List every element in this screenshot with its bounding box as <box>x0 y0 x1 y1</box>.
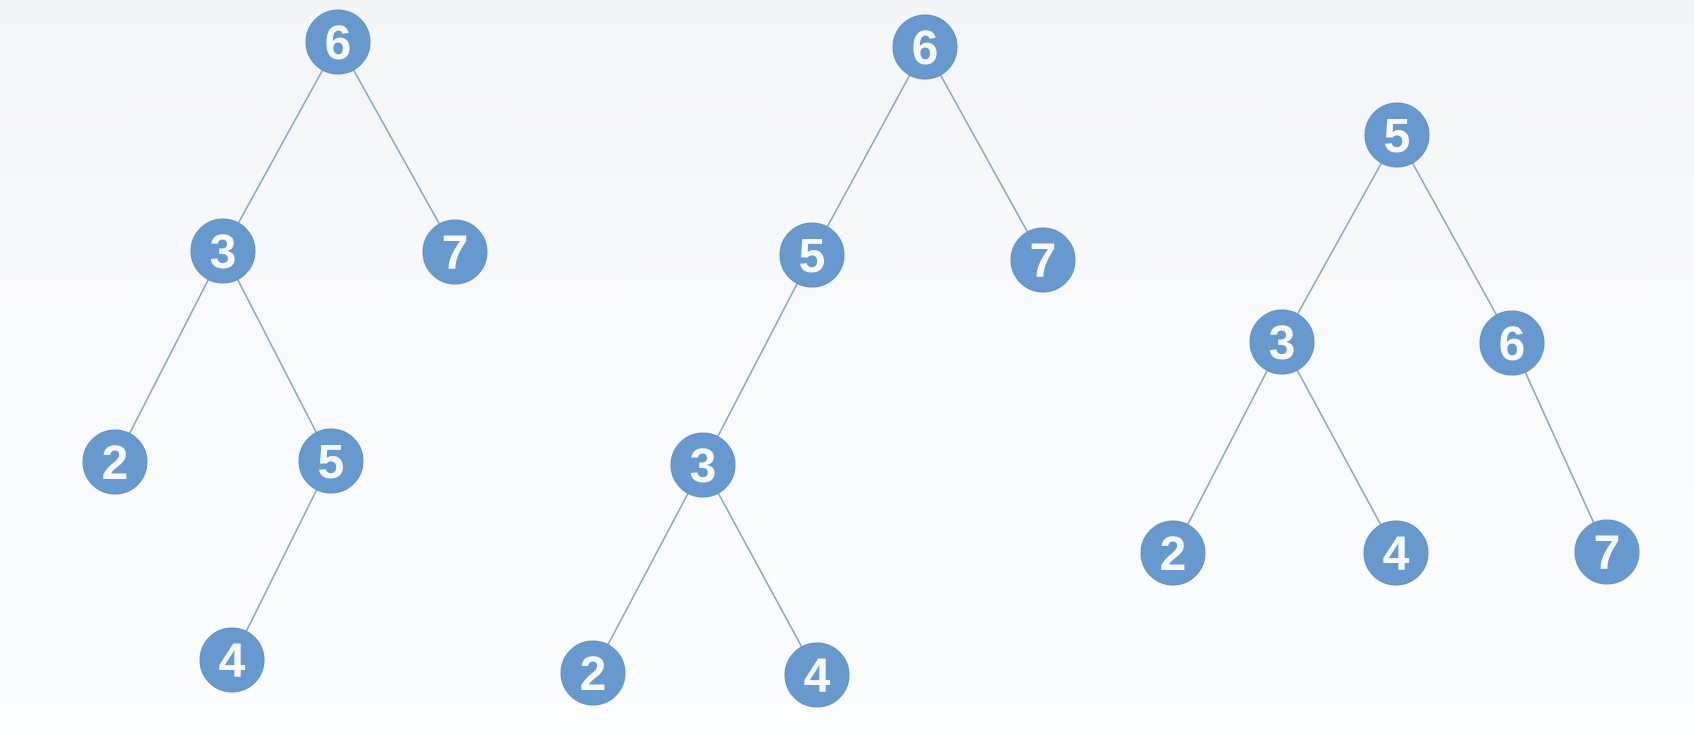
node-label: 3 <box>690 440 717 493</box>
tree-3: 5 3 6 2 4 7 <box>1140 102 1640 586</box>
tree-2: 6 5 7 3 2 4 <box>560 14 1076 708</box>
tree-3-edge-3-4 <box>1281 341 1397 554</box>
node-circle <box>1140 520 1206 586</box>
tree-2-node-4: 4 <box>784 642 850 708</box>
node-label: 2 <box>1160 528 1187 581</box>
node-circle <box>1574 519 1640 585</box>
tree-1-edge-5-4 <box>231 460 332 661</box>
node-circle <box>305 9 371 75</box>
tree-2-node-3: 3 <box>670 432 736 498</box>
tree-3-edge-5-3 <box>1281 134 1398 343</box>
tree-3-node-4: 4 <box>1363 520 1429 586</box>
tree-2-edge-3-4 <box>702 464 818 676</box>
node-label: 3 <box>210 226 237 279</box>
tree-1-node-5: 5 <box>298 428 364 494</box>
tree-1-edge-3-5 <box>222 250 332 462</box>
tree-3-edge-3-2 <box>1172 341 1283 554</box>
node-circle <box>422 219 488 285</box>
node-circle <box>199 627 265 693</box>
node-label: 6 <box>325 17 352 70</box>
node-label: 7 <box>1030 235 1057 288</box>
node-circle <box>779 222 845 288</box>
tree-2-edge-3-2 <box>592 464 704 674</box>
node-circle <box>560 640 626 706</box>
node-circle <box>82 429 148 495</box>
node-label: 3 <box>1269 317 1296 370</box>
tree-1: 6 3 7 2 5 4 <box>82 9 488 693</box>
tree-2-edge-5-3 <box>702 254 813 466</box>
node-circle <box>1479 310 1545 376</box>
node-label: 4 <box>804 650 831 703</box>
node-label: 7 <box>442 227 469 280</box>
tree-2-edge-6-7 <box>924 46 1044 261</box>
node-label: 7 <box>1594 527 1621 580</box>
node-circle <box>1364 102 1430 168</box>
node-label: 2 <box>580 648 607 701</box>
node-label: 2 <box>102 437 129 490</box>
node-label: 4 <box>1383 528 1410 581</box>
node-circle <box>1010 227 1076 293</box>
node-label: 5 <box>1384 110 1411 163</box>
node-circle <box>1249 309 1315 375</box>
node-label: 6 <box>1499 318 1526 371</box>
tree-1-node-3: 3 <box>190 218 256 284</box>
node-label: 5 <box>799 230 826 283</box>
node-circle <box>892 14 958 80</box>
tree-1-node-7: 7 <box>422 219 488 285</box>
tree-1-edge-3-2 <box>114 250 224 463</box>
tree-3-node-2: 2 <box>1140 520 1206 586</box>
tree-3-edge-5-6 <box>1396 134 1513 344</box>
node-label: 5 <box>318 436 345 489</box>
tree-2-edge-6-5 <box>811 46 926 256</box>
tree-1-node-4: 4 <box>199 627 265 693</box>
tree-2-node-2: 2 <box>560 640 626 706</box>
tree-2-node-5: 5 <box>779 222 845 288</box>
tree-3-node-3: 3 <box>1249 309 1315 375</box>
tree-1-edge-6-7 <box>337 41 456 253</box>
node-circle <box>670 432 736 498</box>
tree-3-node-7: 7 <box>1574 519 1640 585</box>
node-label: 6 <box>912 22 939 75</box>
tree-1-node-2: 2 <box>82 429 148 495</box>
tree-2-node-7: 7 <box>1010 227 1076 293</box>
node-label: 4 <box>219 635 246 688</box>
tree-2-node-6: 6 <box>892 14 958 80</box>
tree-3-node-5: 5 <box>1364 102 1430 168</box>
node-circle <box>784 642 850 708</box>
tree-3-node-6: 6 <box>1479 310 1545 376</box>
tree-3-edge-6-7 <box>1511 342 1608 553</box>
node-circle <box>190 218 256 284</box>
tree-1-node-6: 6 <box>305 9 371 75</box>
tree-1-edge-6-3 <box>222 41 339 252</box>
node-circle <box>1363 520 1429 586</box>
node-circle <box>298 428 364 494</box>
